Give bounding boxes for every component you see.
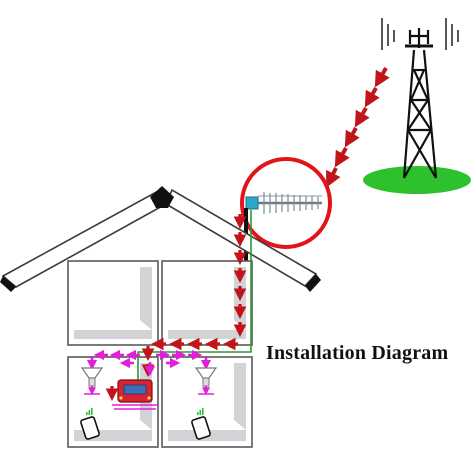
antenna-highlight-circle xyxy=(240,157,332,249)
mobile-phone-icon xyxy=(80,408,100,440)
incoming-signal-arrows xyxy=(326,67,390,188)
ceiling-antenna-icon xyxy=(80,367,104,396)
ceiling-antenna-icon xyxy=(194,367,218,396)
signal-booster-icon xyxy=(112,379,158,410)
mobile-phone-icon xyxy=(191,408,211,440)
tower-ground xyxy=(363,166,471,194)
yagi-antenna-icon xyxy=(245,192,322,214)
room-top-left xyxy=(67,260,159,346)
diagram-title: Installation Diagram xyxy=(266,342,449,364)
indoor-coverage-arrows xyxy=(86,349,212,377)
radio-waves-icon xyxy=(381,18,459,50)
cell-tower-icon xyxy=(402,28,438,179)
